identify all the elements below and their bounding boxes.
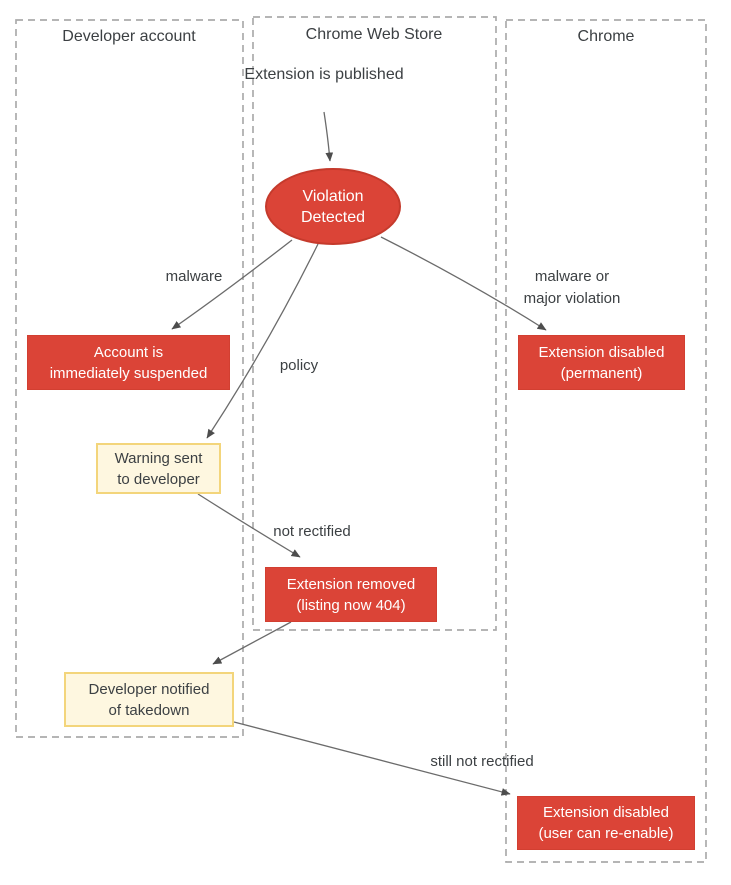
node-extension-disabled-reenable-line2: (user can re-enable) <box>538 825 674 842</box>
node-developer-notified: Developer notified of takedown <box>64 672 234 727</box>
lane-title-developer-account: Developer account <box>62 28 196 45</box>
arrow-violation-to-account-suspended <box>171 239 293 330</box>
node-violation-detected: Violation Detected <box>265 168 401 245</box>
arrow-warning-to-extension-removed <box>197 493 301 558</box>
arrow-violation-to-extension-disabled-permanent <box>380 236 547 331</box>
arrow-published-to-violation <box>323 111 334 162</box>
lane-chrome-web-store-border <box>252 16 497 631</box>
edge-label-malware-or-major-line1: malware or <box>534 268 610 285</box>
node-violation-detected-line2: Detected <box>300 208 366 226</box>
edge-label-still-not-rectified: still not rectified <box>430 753 534 770</box>
node-violation-detected-line1: Violation <box>302 187 364 205</box>
node-warning-sent-line1: Warning sent <box>114 449 203 467</box>
lane-title-chrome-web-store: Chrome Web Store <box>305 26 443 43</box>
arrow-developer-notified-to-extension-disabled-reenable <box>233 721 511 796</box>
node-extension-removed-line2: (listing now 404) <box>296 596 406 614</box>
node-extension-disabled-permanent-line2: (permanent) <box>560 364 643 382</box>
node-account-suspended-line2: immediately suspended <box>49 364 208 382</box>
start-label-line2: published <box>335 66 404 83</box>
node-developer-notified-line2: of takedown <box>108 701 190 719</box>
lane-developer-account-border <box>15 19 244 738</box>
lane-chrome-border <box>505 19 707 863</box>
node-extension-removed: Extension removed (listing now 404) <box>265 567 437 622</box>
edge-label-not-rectified: not rectified <box>273 523 351 540</box>
node-warning-sent: Warning sent to developer <box>96 443 221 494</box>
edge-label-malware-or-major: malware or major violation <box>524 266 621 310</box>
node-account-suspended-line1: Account is <box>93 343 164 361</box>
arrow-extension-removed-to-developer-notified <box>212 621 292 665</box>
node-warning-sent-line2: to developer <box>117 470 200 488</box>
node-extension-disabled-permanent-line1: Extension disabled <box>538 343 665 361</box>
node-extension-disabled-reenable: Extension disabled (user can re-enable) <box>517 796 695 850</box>
node-extension-removed-line1: Extension removed <box>286 575 416 593</box>
node-developer-notified-line1: Developer notified <box>88 680 210 698</box>
lane-title-chrome: Chrome <box>577 28 635 45</box>
node-account-suspended: Account is immediately suspended <box>27 335 230 390</box>
node-extension-disabled-permanent: Extension disabled (permanent) <box>518 335 685 390</box>
edge-label-malware: malware <box>165 268 223 285</box>
arrow-violation-to-warning-sent <box>206 243 319 439</box>
node-extension-disabled-reenable-line1: Extension disabled <box>543 804 669 821</box>
edge-label-policy: policy <box>279 357 319 374</box>
edge-label-malware-or-major-line2: major violation <box>523 290 621 307</box>
start-label-extension-published: Extension is published <box>244 64 403 86</box>
start-label-line1: Extension is <box>244 66 331 83</box>
